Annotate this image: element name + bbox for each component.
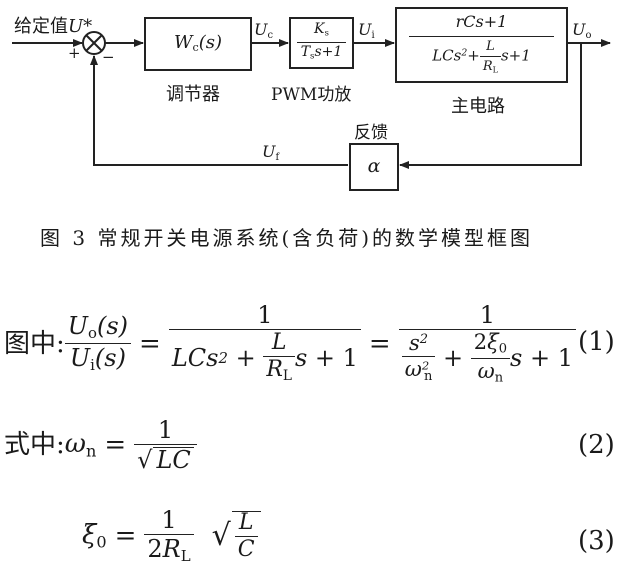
- block-diagram-lines: [12, 31, 611, 169]
- feedback-gain-block: α: [349, 143, 399, 191]
- eq2-number: (2): [578, 430, 615, 460]
- controller-tf: Wc(s): [173, 32, 223, 55]
- input-label: 给定值U*: [14, 12, 92, 38]
- plant-num: rCs+1: [455, 12, 508, 31]
- uc-label: Uc: [254, 20, 274, 41]
- figure-caption: 图 3 常规开关电源系统(含负荷)的数学模型框图: [40, 226, 534, 250]
- eq3-number: (3): [578, 526, 615, 556]
- plant-caption: 主电路: [451, 96, 505, 117]
- plus-sign: +: [68, 44, 81, 62]
- eq1-number: (1): [578, 327, 615, 357]
- equation-2: 式中: ωn = 1 √LC: [4, 418, 197, 472]
- input-label-text: 给定值: [14, 16, 68, 37]
- ui-label: Ui: [358, 20, 375, 41]
- controller-block: Wc(s): [144, 17, 252, 71]
- feedback-gain: α: [367, 155, 381, 177]
- eq2-lead: 式中:: [4, 430, 65, 460]
- eq1-lhs: Uo(s)Ui(s): [64, 314, 132, 373]
- feedback-caption: 反馈: [354, 123, 388, 143]
- pwm-caption: PWM功放: [271, 85, 352, 105]
- input-symbol: U*: [68, 16, 93, 37]
- eq1-lead: 图中:: [4, 328, 65, 359]
- controller-caption: 调节器: [166, 84, 220, 105]
- pwm-block: Ks Tss+1: [289, 17, 354, 69]
- uf-label: Uf: [262, 142, 280, 163]
- minus-sign: −: [102, 48, 115, 66]
- feedback-arrow-out: [90, 55, 348, 166]
- pwm-den: Tss+1: [300, 44, 343, 62]
- feedback-arrow-in: [399, 43, 582, 169]
- pwm-fraction-bar: [297, 42, 346, 43]
- plant-fraction-bar: [409, 36, 554, 37]
- pwm-num: Ks: [314, 21, 329, 39]
- uo-label: Uo: [572, 20, 592, 41]
